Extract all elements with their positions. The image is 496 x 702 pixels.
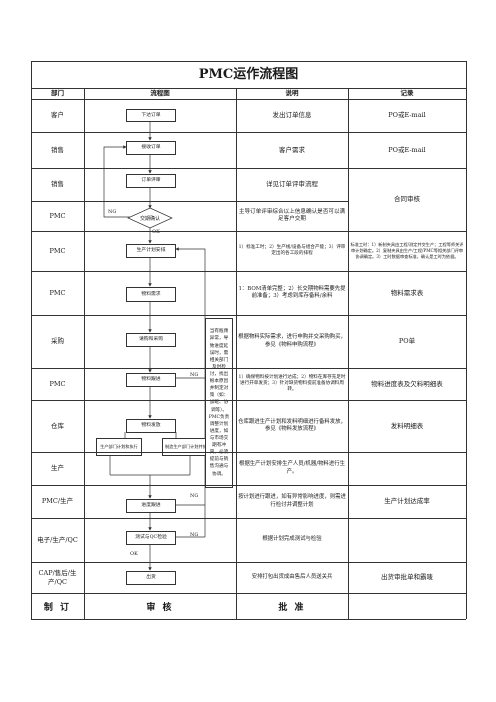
desc-cell: 按计划进行跟进，如有异常影响进度，则需进行检讨并调整计划	[238, 494, 346, 508]
decision-diamond	[127, 207, 173, 229]
record-cell: 标准工时：1）新制夹具由工程/测定并交生产；工程等师关评审计划确定。2）复制夹具…	[350, 242, 464, 259]
flow-box: 下达订单	[126, 109, 176, 122]
desc-cell: 仓库跟进生产计划和发料明细进行备料发放，参见《物料发放流程》	[238, 418, 346, 432]
grid-line	[31, 61, 466, 62]
header-flow: 流程图	[150, 89, 170, 97]
record-cell: 合同审核	[394, 195, 420, 204]
grid-line	[31, 315, 466, 316]
grid-line	[466, 61, 467, 619]
flow-box: 请购和采购	[126, 333, 176, 347]
desc-cell: 客户需求	[279, 145, 305, 154]
record-cell: PO单	[398, 337, 416, 346]
dept-cell: 电子/生产/QC	[37, 535, 78, 544]
dept-cell: 客户	[51, 111, 64, 120]
flow-box: 生产部门计划和执行	[96, 438, 142, 456]
grid-line	[31, 400, 466, 401]
desc-cell: 根据生产计划安排生产人员/机器/物料进行生产。	[238, 461, 346, 475]
record-cell: PO或E-mail	[388, 111, 426, 120]
side-note: 当有瓶颈异常，导致进度延误时，需相关部门及时检讨，找出根本原因并制定对策（如：加…	[205, 318, 233, 488]
grid-line	[31, 562, 466, 563]
grid-line	[236, 88, 237, 619]
diamond-label: 交期确认	[139, 216, 160, 222]
grid-line	[31, 518, 466, 519]
flow-box: 订单评审	[126, 174, 176, 188]
grid-line	[31, 168, 466, 169]
grid-line	[348, 88, 349, 619]
ng-loop	[103, 145, 130, 218]
ok-label: OK	[130, 551, 138, 557]
flow-box: 接收订单	[126, 141, 176, 155]
grid-line	[31, 593, 466, 594]
grid-line	[31, 231, 466, 232]
header-desc: 说明	[285, 89, 299, 97]
ng-label: NG	[190, 372, 199, 378]
grid-line	[31, 485, 466, 486]
desc-cell: 根据计划完成测试与检验	[262, 536, 322, 543]
grid-line	[31, 619, 466, 620]
ng-label: NG	[108, 209, 117, 215]
flow-box: 测试与QC检验	[126, 531, 176, 545]
flow-box: 物料需求	[126, 287, 176, 302]
dept-cell: 采购	[51, 337, 64, 346]
flow-box: 生产计划安排	[126, 244, 176, 258]
grid-line	[31, 368, 466, 369]
grid-line	[31, 452, 466, 453]
desc-cell: 安排打包出货成由售后人员送关兵	[251, 573, 333, 580]
desc-cell: 发出订单信息	[272, 111, 312, 120]
flow-box: 进度跟进	[126, 499, 176, 513]
dept-cell: CAP/售后/生产/QC	[38, 569, 77, 586]
ok-label: OK	[152, 229, 160, 235]
dept-cell: 生产	[51, 464, 64, 473]
footer-approve: 批 准	[278, 602, 306, 613]
dept-cell: PMC/生产	[41, 497, 74, 506]
flow-box: 物料发放	[126, 419, 176, 433]
dept-cell: PMC	[49, 288, 66, 297]
record-cell: 物料进度表及欠料明细表	[371, 379, 443, 388]
flow-box: 物料跟进	[126, 373, 176, 387]
footer-review: 审 核	[146, 602, 174, 613]
desc-cell: 1：BOM清单完整；2）长交期物料需要先提前准备；3）考虑到库存备料/余料	[238, 285, 346, 299]
dept-cell: PMC	[49, 246, 66, 255]
grid-line	[31, 99, 466, 100]
flow-box: 出货	[126, 571, 176, 585]
footer-make: 制 订	[43, 602, 72, 613]
grid-line	[31, 132, 466, 133]
grid-line	[31, 61, 32, 619]
desc-cell: 根据物料实际需求，进行申购并交采购购买，参见《物料申购流程》	[238, 334, 346, 348]
record-cell: 物料需求表	[390, 288, 424, 297]
desc-cell: 主导订单评审综合以上信息确认是否可以满足客户交期	[238, 208, 346, 222]
desc-cell: 1）确保物料按计划进行达成；2）物料在库存充足时进行开单发货；3）针对缺货物料提…	[238, 374, 346, 393]
record-cell: 发料明细表	[390, 421, 424, 430]
dept-cell: 仓库	[51, 421, 64, 430]
ng-label: NG	[190, 532, 199, 538]
dept-cell: 销售	[51, 180, 64, 189]
record-cell: PO或E-mail	[388, 145, 426, 154]
header-dept: 部门	[51, 89, 64, 97]
ng-label: NG	[190, 493, 199, 499]
record-cell: 出货审批单和霸唛	[381, 573, 433, 582]
header-record: 记录	[400, 89, 414, 97]
dept-cell: PMC	[49, 379, 66, 388]
page-title: PMC运作流程图	[198, 67, 299, 82]
dept-cell: 销售	[51, 145, 64, 154]
grid-line	[31, 271, 466, 272]
grid-line	[31, 201, 348, 202]
grid-line	[31, 88, 466, 89]
desc-cell: 1）标准工时；2）生产线/设备与组合产能；3）评审定出的各工段的排程	[238, 244, 346, 256]
desc-cell: 详见订单评审流程	[266, 180, 318, 189]
record-cell: 生产计划达成率	[384, 497, 430, 506]
dept-cell: PMC	[49, 211, 66, 220]
grid-line	[84, 88, 85, 619]
